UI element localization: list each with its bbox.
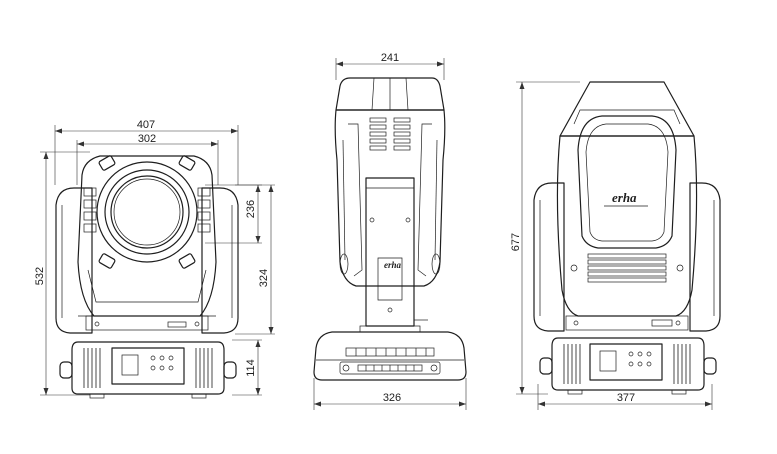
- front-dim-height-arm: 324: [235, 184, 275, 335]
- front-base-display-panel: [111, 347, 185, 385]
- front-dim-height-base: 114: [232, 339, 262, 396]
- front-dim-width-inner: 302: [76, 133, 219, 185]
- front-view: 407 302 532 236 324: [34, 119, 275, 399]
- rear-dim-height-total: 677: [510, 81, 580, 395]
- rear-logo: erha: [612, 190, 637, 205]
- front-dim-height-total: 532: [34, 151, 90, 396]
- front-lens-ring: [104, 169, 190, 255]
- side-dim-241-label: 241: [381, 52, 399, 64]
- side-head-body: [334, 109, 446, 287]
- side-view: 241 326: [313, 52, 467, 410]
- rear-head-vents: [587, 253, 667, 283]
- rear-dim-377-label: 377: [617, 392, 635, 404]
- side-yoke-arm: [365, 177, 415, 327]
- front-dim-114-label: 114: [245, 359, 257, 377]
- front-right-vents: [197, 187, 211, 233]
- front-dim-532-label: 532: [34, 267, 46, 285]
- front-dim-324-label: 324: [258, 269, 270, 287]
- rear-dim-width-base: 377: [537, 384, 713, 410]
- side-logo: erha: [384, 260, 402, 270]
- rear-head-top: [559, 81, 695, 137]
- front-right-arm: [201, 187, 239, 334]
- rear-left-arm: [533, 182, 565, 332]
- side-base: [313, 331, 467, 381]
- side-base-top-vents: [345, 347, 435, 357]
- front-base: [71, 341, 225, 395]
- side-head-vents: [369, 117, 411, 151]
- rear-right-arm: [689, 182, 721, 332]
- front-left-vents: [83, 187, 97, 233]
- rear-view: 677 377 erha: [510, 81, 721, 410]
- front-dim-236-label: 236: [245, 200, 257, 218]
- front-left-arm: [55, 187, 93, 334]
- rear-head-cover: [577, 115, 677, 249]
- front-lens: [110, 175, 184, 249]
- front-lens-outer-ring: [96, 161, 198, 263]
- rear-base: [551, 337, 705, 391]
- front-dim-302-label: 302: [138, 133, 156, 145]
- front-dim-width-outer: 407: [54, 119, 239, 185]
- side-dim-width-base: 326: [313, 378, 467, 410]
- rear-dim-677-label: 677: [510, 233, 522, 251]
- side-dim-326-label: 326: [383, 392, 401, 404]
- side-dim-width-top: 241: [335, 52, 445, 80]
- front-head-body: [77, 155, 217, 317]
- front-dim-407-label: 407: [137, 119, 155, 131]
- rear-base-display-panel: [589, 343, 663, 381]
